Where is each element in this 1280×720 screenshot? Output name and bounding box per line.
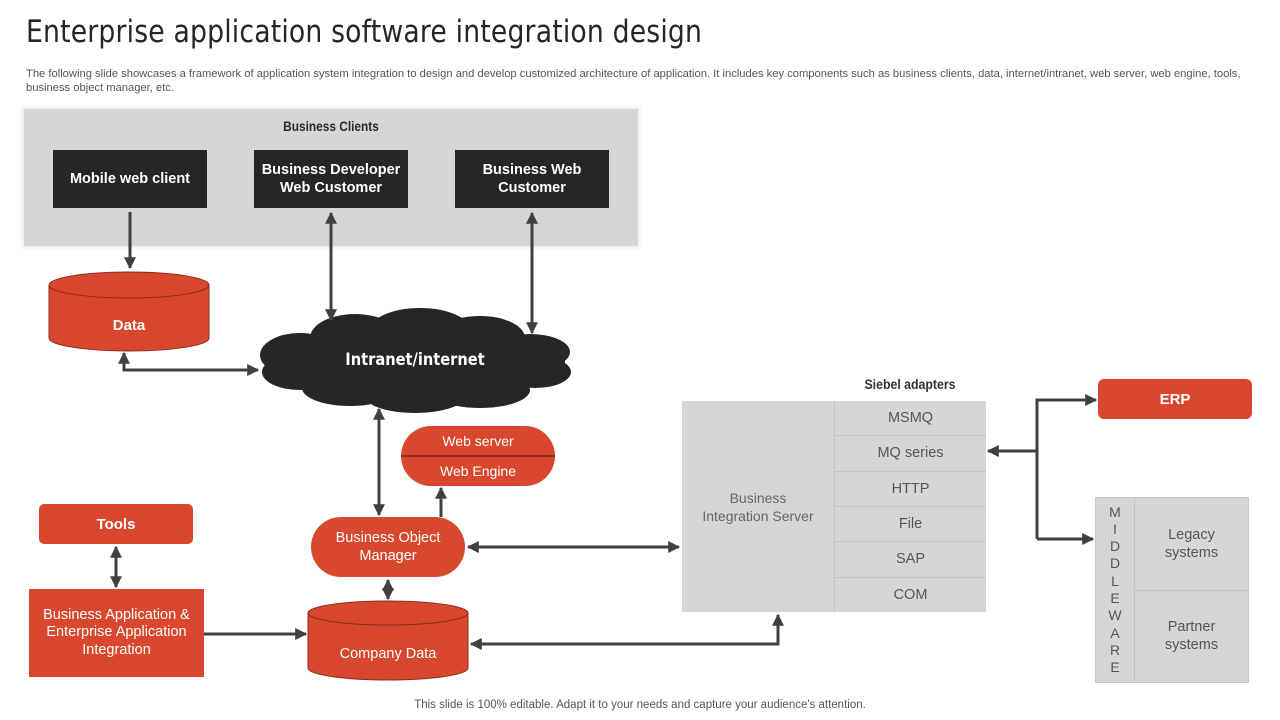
- middleware-panel: M I D D L E W A R E Legacy systems Partn…: [1095, 497, 1249, 683]
- middleware-systems: Legacy systems Partner systems: [1135, 498, 1248, 682]
- middleware-letter: W: [1108, 607, 1122, 624]
- bom-shape[interactable]: [311, 517, 465, 577]
- page-title: Enterprise application software integrat…: [26, 14, 703, 50]
- footer-note: This slide is 100% editable. Adapt it to…: [414, 699, 866, 711]
- middleware-letter: L: [1111, 572, 1119, 589]
- adapter-com[interactable]: COM: [893, 586, 928, 603]
- middleware-letter: D: [1109, 538, 1121, 555]
- erp-box[interactable]: ERP: [1098, 379, 1252, 419]
- web-server-label: Web server: [442, 433, 514, 449]
- middleware-letter: R: [1109, 641, 1121, 658]
- mobile-web-client-box[interactable]: Mobile web client: [53, 150, 207, 208]
- network-label: Intranet/internet: [345, 350, 485, 370]
- partner-systems-box[interactable]: Partner systems: [1135, 591, 1248, 683]
- partner-systems-label: Partner systems: [1164, 619, 1219, 654]
- middleware-letter: E: [1110, 659, 1120, 676]
- adapter-mq-series[interactable]: MQ series: [835, 436, 986, 472]
- arrow-companydata-bis: [469, 613, 784, 650]
- adapter-sap[interactable]: SAP: [835, 542, 986, 578]
- arrow-to-erp: [1035, 394, 1098, 539]
- business-integration-server-box[interactable]: Business Integration Server: [682, 401, 834, 612]
- middleware-letter: M: [1109, 503, 1121, 520]
- web-server-engine-shape[interactable]: [401, 426, 555, 486]
- adapter-msmq[interactable]: MSMQ: [835, 401, 986, 437]
- middleware-letter: A: [1110, 624, 1120, 641]
- company-data-cylinder[interactable]: [307, 600, 469, 681]
- bom-label: Business Object Manager: [335, 530, 441, 564]
- business-application-integration-box[interactable]: Business Application & Enterprise Applic…: [29, 589, 204, 677]
- business-developer-web-customer-box[interactable]: Business Developer Web Customer: [254, 150, 408, 208]
- business-clients-heading: Business Clients: [283, 119, 379, 134]
- business-web-customer-box[interactable]: Business Web Customer: [455, 150, 609, 208]
- company-data-label: Company Data: [339, 646, 437, 662]
- data-label: Data: [112, 317, 146, 334]
- legacy-systems-label: Legacy systems: [1164, 526, 1219, 561]
- arrow-data-cloud: [118, 351, 260, 376]
- legacy-systems-box[interactable]: Legacy systems: [1135, 498, 1248, 591]
- cloud-shape[interactable]: [260, 308, 571, 413]
- web-engine-label: Web Engine: [439, 463, 516, 479]
- siebel-adapters-list: MSMQ MQ series HTTP File SAP COM: [834, 401, 986, 612]
- adapter-file[interactable]: File: [835, 507, 986, 543]
- middleware-vertical-label: M I D D L E W A R E: [1096, 498, 1135, 682]
- tools-box[interactable]: Tools: [39, 504, 193, 544]
- page-subtitle: The following slide showcases a framewor…: [26, 68, 1241, 94]
- middleware-letter: E: [1110, 590, 1120, 606]
- middleware-letter: I: [1113, 520, 1117, 537]
- siebel-adapters-heading: Siebel adapters: [864, 376, 956, 392]
- middleware-letter: D: [1109, 555, 1121, 572]
- adapter-http[interactable]: HTTP: [835, 472, 986, 507]
- bis-label: Business Integration Server: [702, 489, 814, 524]
- data-cylinder[interactable]: [48, 271, 210, 352]
